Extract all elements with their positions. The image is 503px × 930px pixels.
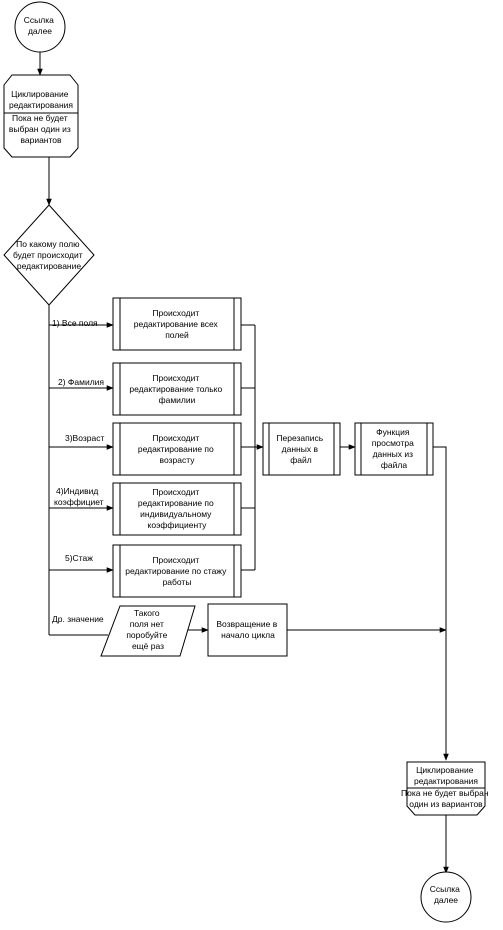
branch-label-3: 3)Возраст — [65, 433, 104, 443]
process-view-data-label: Функция просмотра данных из файла — [372, 427, 416, 470]
loop-start-condition: Пока не будет выбран один из вариантов — [9, 113, 73, 145]
process-all-fields: Происходит редактирование всех полей — [112, 297, 242, 351]
decision-label: По какому полю будет происходит редактир… — [13, 239, 85, 271]
process-all-fields-label: Происходит редактирование всех полей — [134, 308, 220, 340]
loop-end-condition: Пока не будет выбран один из вариантов — [401, 788, 491, 809]
branch-label-other: Др. значение — [52, 614, 104, 624]
process-view-data: Функция просмотра данных из файла — [354, 422, 434, 476]
process-return-loop: Возвращение в начало цикла — [207, 603, 288, 657]
process-coefficient-label: Происходит редактирование по индивидуаль… — [138, 487, 216, 530]
process-surname-label: Происходит редактирование только фамилии — [129, 373, 224, 405]
process-write-file-label: Перезапись данных в файл — [276, 433, 325, 465]
process-age: Происходит редактирование по возрасту — [112, 422, 242, 476]
branch-label-2: 2) Фамилия — [58, 377, 104, 387]
connector-view-to-loop-end — [433, 446, 449, 761]
process-surname: Происходит редактирование только фамилии — [112, 362, 242, 416]
process-coefficient: Происходит редактирование по индивидуаль… — [112, 482, 242, 536]
start-connector: Ссылка далее — [14, 1, 66, 53]
end-connector: Ссылка далее — [420, 871, 472, 923]
branch-label-1: 1) Все поля — [52, 318, 98, 328]
process-return-loop-label: Возвращение в начало цикла — [216, 619, 279, 640]
decision-field: По какому полю будет происходит редактир… — [3, 204, 95, 306]
start-connector-label: Ссылка далее — [24, 15, 56, 36]
loop-start: Циклирование редактирования Пока не буде… — [3, 74, 79, 158]
process-experience: Происходит редактирование по стажу работ… — [112, 544, 242, 598]
connectors — [37, 52, 449, 874]
loop-end: Циклирование редактирования Пока не буде… — [401, 761, 491, 816]
process-write-file: Перезапись данных в файл — [262, 422, 341, 476]
io-no-such-field: Такого поля нет поробуйте ещё раз — [100, 605, 196, 657]
branch-label-4: 4)Индивид коэффициет — [54, 486, 104, 507]
loop-start-header: Циклирование редактирования — [9, 89, 73, 110]
loop-end-header: Циклирование редактирования — [414, 765, 478, 786]
process-experience-label: Происходит редактирование по стажу работ… — [125, 555, 228, 587]
branch-label-5: 5)Стаж — [65, 553, 93, 563]
io-no-such-field-label: Такого поля нет поробуйте ещё раз — [126, 608, 169, 651]
end-connector-label: Ссылка далее — [430, 884, 462, 905]
process-age-label: Происходит редактирование по возрасту — [138, 433, 216, 465]
